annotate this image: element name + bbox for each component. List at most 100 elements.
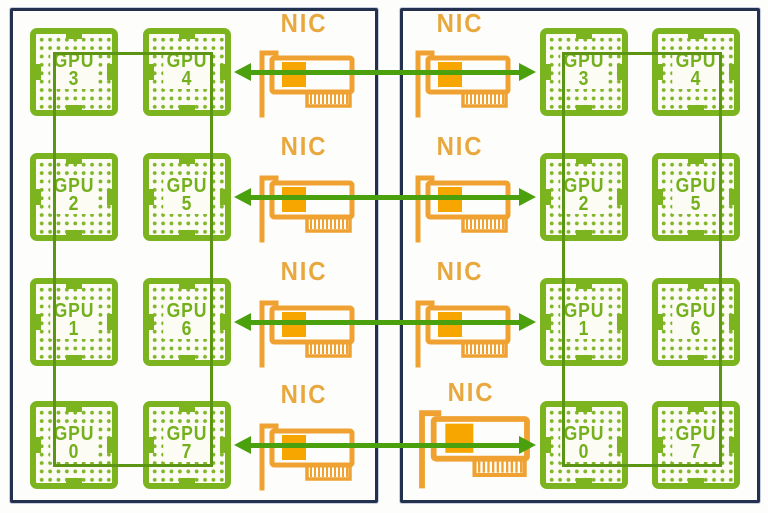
chip-notch-icon: [617, 189, 622, 205]
chip-notch-icon: [546, 64, 551, 80]
gpu-word: GPU: [563, 300, 605, 322]
chip-notch-icon: [546, 437, 551, 453]
nic-label: NIC: [436, 256, 484, 286]
gpu-word: GPU: [166, 50, 208, 72]
chip-notch-icon: [546, 189, 551, 205]
chip-notch-icon: [576, 478, 592, 483]
chip-notch-icon: [149, 64, 154, 80]
chip-notch-icon: [179, 407, 195, 412]
chip-notch-icon: [179, 159, 195, 164]
chip-notch-icon: [107, 189, 112, 205]
chip-notch-icon: [66, 34, 82, 39]
chip-notch-icon: [179, 34, 195, 39]
chip-notch-icon: [36, 64, 41, 80]
chip-notch-icon: [107, 437, 112, 453]
gpu-nic-link-arrow: [234, 313, 536, 331]
chip-notch-icon: [617, 64, 622, 80]
chip-notch-icon: [66, 284, 82, 289]
nic-card-icon: [259, 50, 355, 118]
nic-card-icon: [415, 175, 511, 243]
chip-notch-icon: [576, 230, 592, 235]
gpu-number: 2: [578, 193, 590, 215]
gpu-word: GPU: [675, 300, 717, 322]
nic-chip: [438, 312, 462, 337]
chip-notch-icon: [36, 437, 41, 453]
nic-chip: [282, 312, 306, 337]
nic-card-icon: [419, 410, 530, 489]
nic-label: NIC: [447, 377, 495, 407]
gpu-number: 4: [181, 68, 193, 90]
server-node-left: [10, 8, 378, 503]
gpu-word: GPU: [53, 50, 95, 72]
chip-notch-icon: [66, 478, 82, 483]
chip-notch-icon: [179, 355, 195, 360]
chip-notch-icon: [66, 355, 82, 360]
gpu-ring-link: [53, 52, 213, 467]
gpu-word: GPU: [563, 175, 605, 197]
chip-notch-icon: [576, 284, 592, 289]
gpu-number: 2: [68, 193, 80, 215]
gpu-number: 6: [181, 318, 193, 340]
gpu-word: GPU: [166, 300, 208, 322]
chip-notch-icon: [179, 230, 195, 235]
chip-notch-icon: [688, 159, 704, 164]
chip-notch-icon: [179, 284, 195, 289]
chip-notch-icon: [729, 64, 734, 80]
chip-notch-icon: [729, 189, 734, 205]
gpu-word: GPU: [563, 50, 605, 72]
chip-notch-icon: [179, 105, 195, 110]
chip-notch-icon: [36, 189, 41, 205]
gpu-number: 3: [578, 68, 590, 90]
gpu-number: 1: [578, 318, 590, 340]
nic-chip: [282, 187, 306, 212]
chip-notch-icon: [617, 314, 622, 330]
nic-chip: [282, 435, 306, 460]
nic-label: NIC: [280, 379, 328, 409]
nic-chip: [282, 62, 306, 87]
nic-chip: [438, 62, 462, 87]
nic-card-icon: [259, 175, 355, 243]
gpu-word: GPU: [53, 423, 95, 445]
chip-notch-icon: [688, 34, 704, 39]
chip-notch-icon: [658, 437, 663, 453]
nic-label: NIC: [280, 256, 328, 286]
chip-notch-icon: [688, 407, 704, 412]
chip-notch-icon: [688, 355, 704, 360]
gpu-word: GPU: [675, 175, 717, 197]
chip-notch-icon: [688, 105, 704, 110]
nic-label: NIC: [436, 8, 484, 38]
gpu-word: GPU: [675, 50, 717, 72]
chip-notch-icon: [688, 284, 704, 289]
chip-notch-icon: [729, 314, 734, 330]
nic-chip: [438, 187, 462, 212]
gpu-word: GPU: [53, 300, 95, 322]
chip-notch-icon: [617, 437, 622, 453]
chip-notch-icon: [658, 64, 663, 80]
chip-notch-icon: [66, 159, 82, 164]
chip-notch-icon: [149, 189, 154, 205]
chip-notch-icon: [576, 105, 592, 110]
chip-notch-icon: [220, 437, 225, 453]
gpu-number: 6: [690, 318, 702, 340]
chip-notch-icon: [658, 189, 663, 205]
gpu-ring-link: [562, 52, 722, 467]
gpu-number: 4: [690, 68, 702, 90]
